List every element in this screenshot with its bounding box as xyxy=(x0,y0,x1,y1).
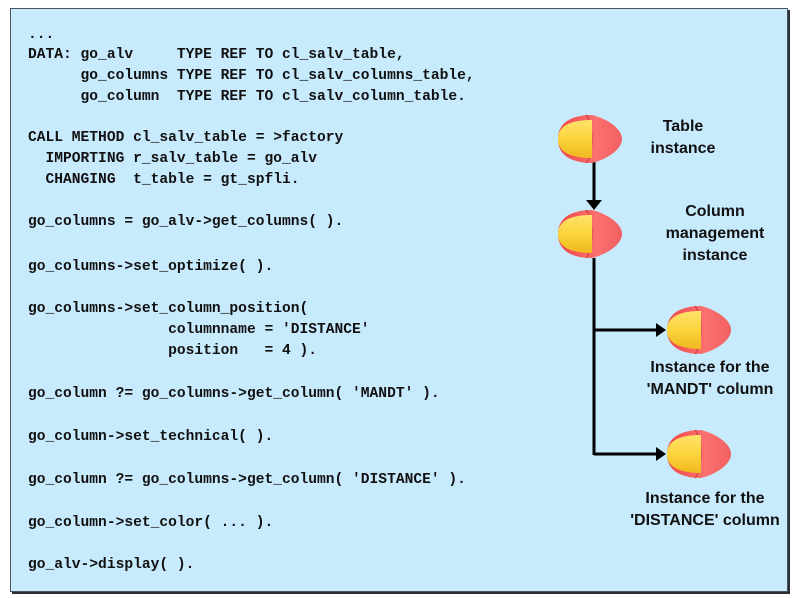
object-instance-icon xyxy=(666,305,732,355)
code-line: go_columns->set_column_position( xyxy=(28,301,309,317)
code-line: go_alv->display( ). xyxy=(28,557,195,573)
label-line: Instance for the xyxy=(645,490,765,507)
code-line: go_column->set_technical( ). xyxy=(28,429,274,445)
label-line: 'MANDT' column xyxy=(646,381,774,398)
code-line: DATA: go_alv TYPE REF TO cl_salv_table, xyxy=(28,47,405,63)
code-line: go_column->set_color( ... ). xyxy=(28,515,274,531)
code-line: go_columns TYPE REF TO cl_salv_columns_t… xyxy=(28,68,475,84)
code-line: go_columns->set_optimize( ). xyxy=(28,259,274,275)
label-line: 'DISTANCE' column xyxy=(630,512,780,529)
code-line: IMPORTING r_salv_table = go_alv xyxy=(28,151,318,167)
code-line: go_column TYPE REF TO cl_salv_column_tab… xyxy=(28,89,466,105)
code-line: ... xyxy=(28,27,55,43)
abap-code-block: ... DATA: go_alv TYPE REF TO cl_salv_tab… xyxy=(28,9,475,573)
object-instance-icon xyxy=(666,429,732,479)
object-instance-icon xyxy=(557,209,623,259)
connector-column-mgmt-branches xyxy=(592,258,666,461)
label-line: Instance for the xyxy=(650,359,770,376)
object-instance-icon xyxy=(557,114,623,164)
code-line: go_column ?= go_columns->get_column( 'DI… xyxy=(28,472,466,488)
label-line: Column xyxy=(685,203,745,220)
slide-panel: ... DATA: go_alv TYPE REF TO cl_salv_tab… xyxy=(10,8,788,592)
code-line: CALL METHOD cl_salv_table = >factory xyxy=(28,130,344,146)
label-line: instance xyxy=(682,247,748,264)
code-line: go_column ?= go_columns->get_column( 'MA… xyxy=(28,386,440,402)
code-line: columnname = 'DISTANCE' xyxy=(28,322,370,338)
label-line: Table xyxy=(662,118,704,135)
table-instance-label: Table instance xyxy=(640,116,726,160)
code-line: CHANGING t_table = gt_spfli. xyxy=(28,172,300,188)
connector-table-to-column-mgmt xyxy=(586,161,602,210)
code-line: position = 4 ). xyxy=(28,343,318,359)
distance-column-instance-label: Instance for the 'DISTANCE' column xyxy=(617,488,793,532)
mandt-column-instance-label: Instance for the 'MANDT' column xyxy=(630,357,790,401)
code-line: go_columns = go_alv->get_columns( ). xyxy=(28,214,344,230)
column-management-instance-label: Column management instance xyxy=(652,201,778,267)
label-line: management xyxy=(665,225,765,242)
label-line: instance xyxy=(650,140,716,157)
